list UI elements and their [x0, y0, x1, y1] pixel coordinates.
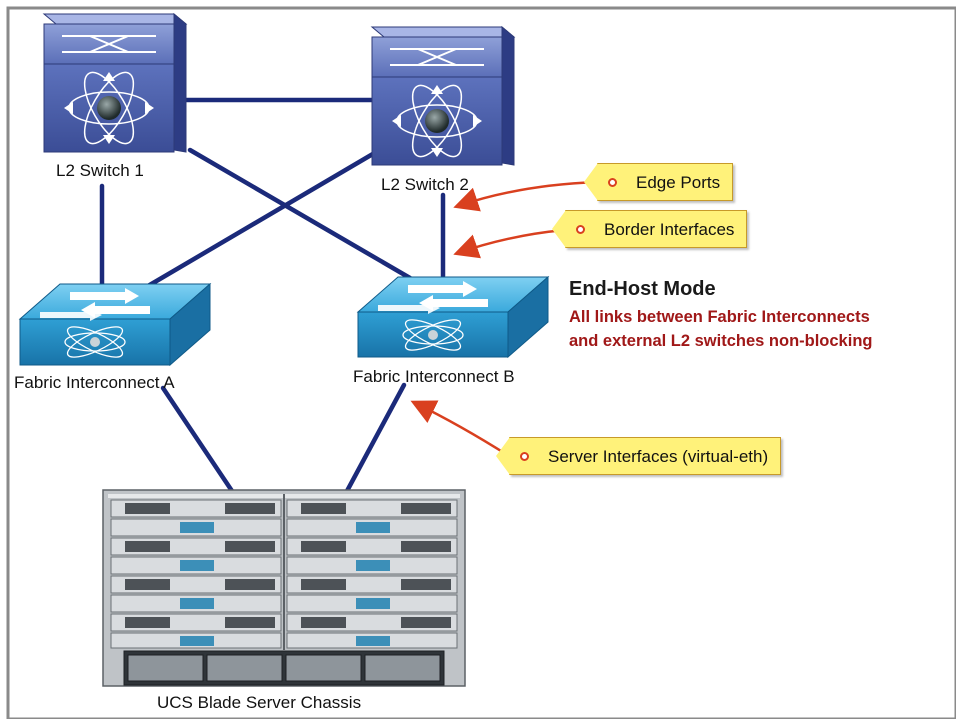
fabric-interconnect-b-label: Fabric Interconnect B: [353, 367, 515, 386]
edge-ports-text: Edge Ports: [636, 173, 721, 192]
chassis-label: UCS Blade Server Chassis: [157, 693, 362, 712]
server-interfaces-arrow: [410, 400, 510, 458]
network-links: [99, 97, 446, 494]
tag-hole-icon: [520, 452, 529, 461]
frame-border: [6, 6, 956, 719]
border-interfaces-arrow: [453, 228, 566, 259]
fabric-interconnect-a-label: Fabric Interconnect A: [14, 373, 175, 392]
blade-slots: [110, 499, 458, 649]
l2-switch-2-icon: [370, 25, 516, 166]
server-interfaces-text: Server Interfaces (virtual-eth): [548, 447, 769, 466]
tag-hole-icon: [608, 178, 617, 187]
link-fib-chassis: [344, 382, 407, 494]
border-interfaces-text: Border Interfaces: [604, 220, 735, 239]
link-sw2-fia: [145, 145, 386, 289]
power-supplies: [123, 650, 445, 686]
edge-ports-callout: Edge Ports: [583, 163, 734, 201]
l2-switch-1-icon: [42, 12, 188, 153]
tag-hole-icon: [576, 225, 585, 234]
edge-ports-arrow: [453, 180, 598, 212]
fabric-interconnect-b-icon: [356, 275, 550, 359]
mode-title: End-Host Mode: [569, 278, 716, 300]
blade-chassis-icon: [102, 489, 466, 687]
link-sw1-fib: [187, 147, 413, 281]
l2-switch-2-label: L2 Switch 2: [381, 175, 469, 194]
fabric-interconnect-a-icon: [18, 282, 212, 367]
mode-description-line-2: and external L2 switches non-blocking: [569, 332, 873, 350]
server-interfaces-callout: Server Interfaces (virtual-eth): [495, 437, 782, 475]
border-interfaces-callout: Border Interfaces: [551, 210, 748, 248]
mode-description-line-1: All links between Fabric Interconnects: [569, 308, 870, 326]
l2-switch-1-label: L2 Switch 1: [56, 161, 144, 180]
link-fia-chassis: [160, 385, 235, 494]
